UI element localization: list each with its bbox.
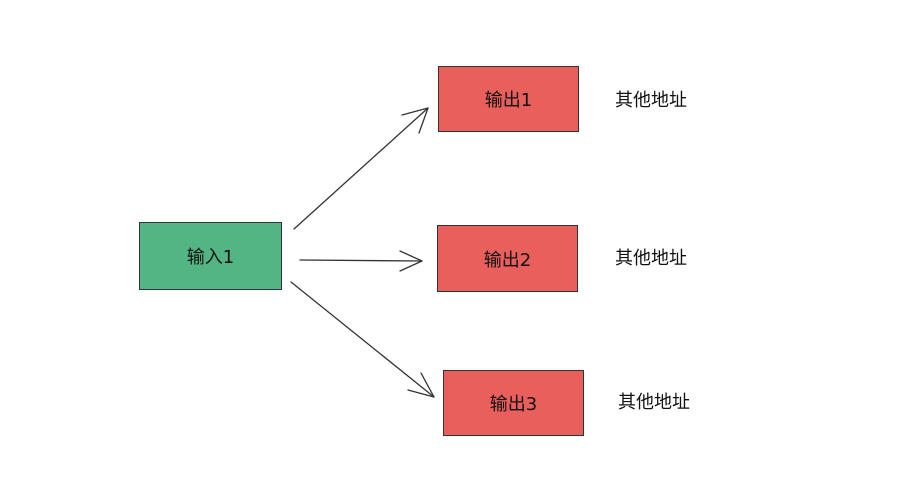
input-node-label: 输入1 (186, 247, 235, 268)
input-node: 输入1 (139, 222, 282, 290)
arrow-to-output-3 (290, 281, 435, 398)
arrowhead-output-3 (407, 372, 435, 398)
output-2-note: 其他地址 (615, 248, 687, 269)
output-node-1-label: 输出1 (484, 90, 533, 111)
output-node-2: 输出2 (437, 225, 578, 292)
arrowhead-output-1 (401, 107, 429, 134)
arrow-to-output-2 (299, 259, 423, 262)
output-3-note: 其他地址 (618, 392, 690, 413)
output-node-2-label: 输出2 (483, 249, 532, 271)
output-node-3: 输出3 (443, 370, 584, 436)
arrowhead-output-2 (399, 250, 423, 272)
arrow-to-output-1 (293, 107, 429, 230)
output-node-1: 输出1 (438, 66, 579, 132)
output-node-3-label: 输出3 (489, 394, 538, 415)
output-1-note: 其他地址 (615, 90, 687, 111)
